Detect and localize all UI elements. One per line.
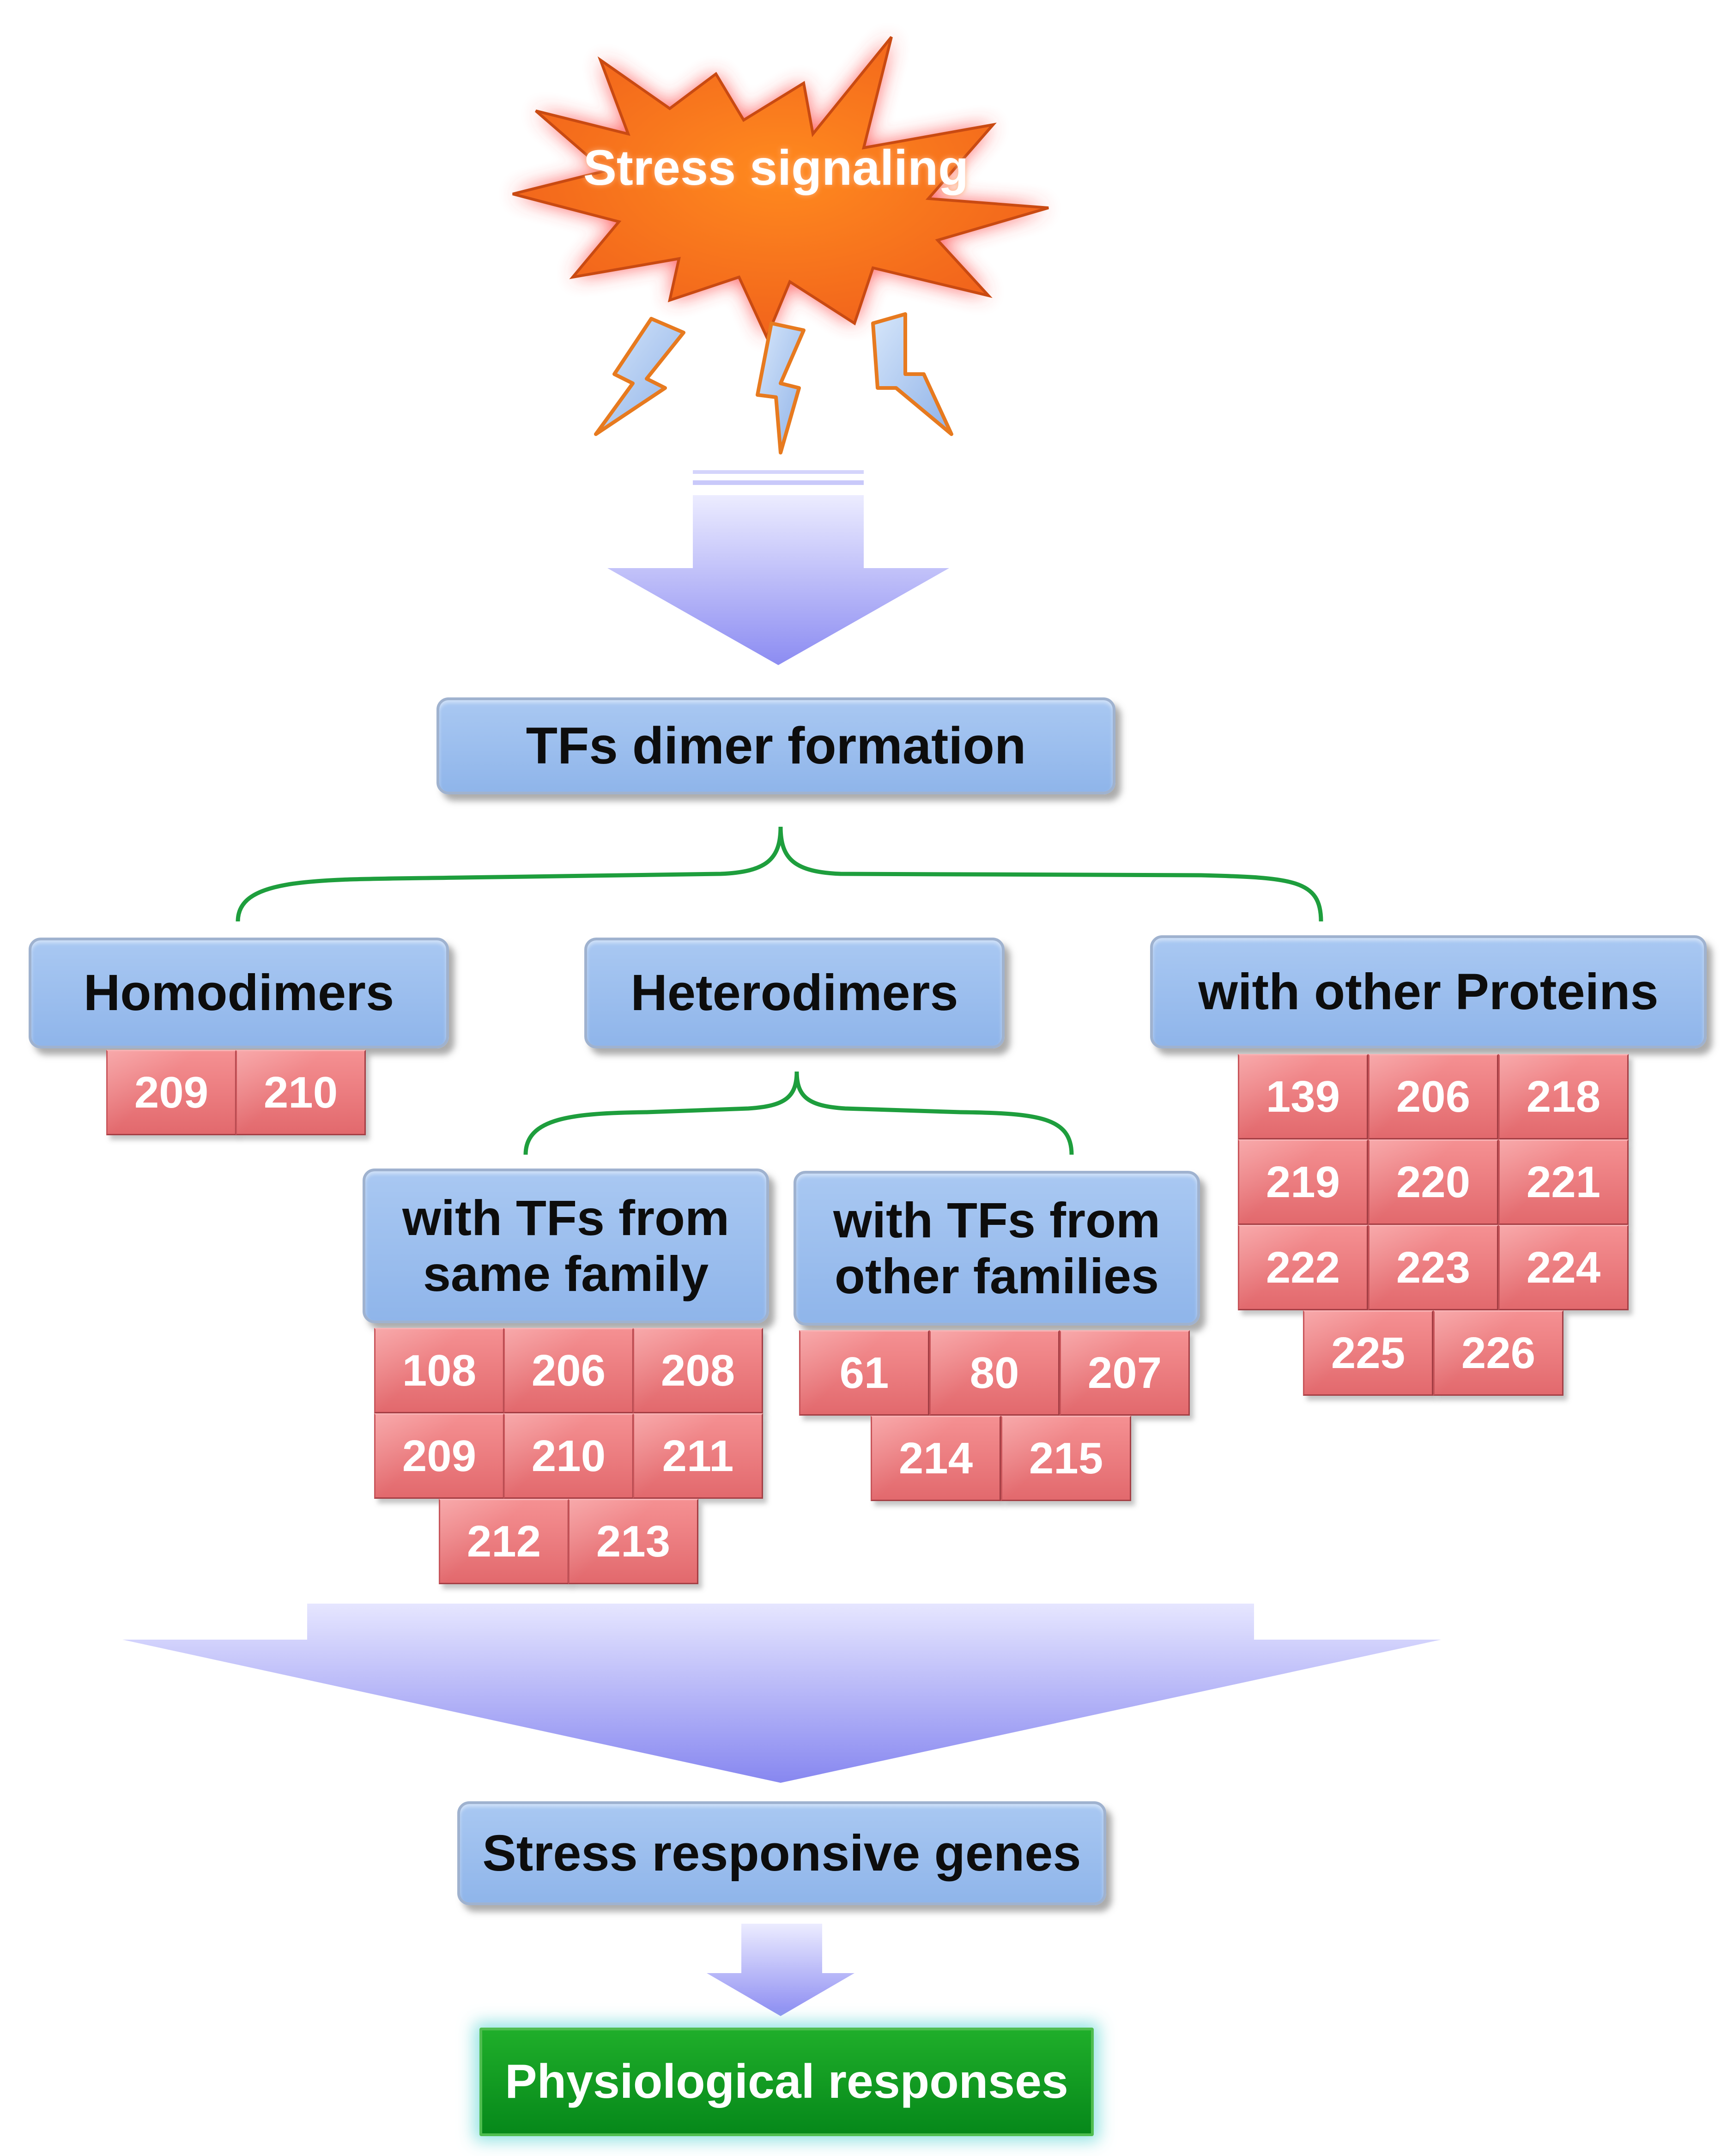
ref-tile: 213 [568, 1499, 698, 1584]
lightning-bolt-icon [756, 321, 806, 454]
dimer-formation-label: TFs dimer formation [526, 717, 1026, 775]
physiological-responses-box: Physiological responses [479, 2028, 1094, 2136]
heterodimers-label: Heterodimers [630, 964, 958, 1022]
heterodimers-box: Heterodimers [584, 938, 1005, 1048]
ref-tile: 210 [236, 1050, 366, 1135]
arrow-down-icon [122, 1604, 1441, 1783]
brace-connector [236, 826, 1323, 922]
ref-tile: 211 [633, 1413, 763, 1499]
other-proteins-box: with other Proteins [1150, 935, 1707, 1048]
other-families-box: with TFs from other families [794, 1171, 1200, 1326]
ref-tile: 207 [1060, 1330, 1190, 1416]
same-family-box: with TFs from same family [363, 1169, 769, 1323]
arrow-down-icon [607, 470, 949, 665]
ref-tile: 223 [1368, 1225, 1498, 1310]
ref-tile: 210 [503, 1413, 634, 1499]
ref-tile: 214 [871, 1416, 1001, 1501]
ref-tile: 221 [1498, 1139, 1629, 1225]
stress-star-icon [512, 36, 1049, 341]
ref-tile: 209 [374, 1413, 504, 1499]
ref-tile: 208 [633, 1328, 763, 1413]
other-proteins-label: with other Proteins [1198, 963, 1659, 1020]
homodimers-label: Homodimers [83, 964, 394, 1022]
lightning-bolt-icon [594, 317, 685, 436]
ref-tile: 80 [929, 1330, 1060, 1416]
brace-connector [523, 1071, 1074, 1155]
ref-tile: 108 [374, 1328, 504, 1413]
ref-tile: 215 [1001, 1416, 1131, 1501]
same-family-label-line1: with TFs from [402, 1189, 729, 1246]
physiological-responses-label: Physiological responses [505, 2055, 1068, 2109]
same-family-label-line2: same family [423, 1245, 709, 1302]
ref-tile: 218 [1498, 1054, 1629, 1139]
ref-tile: 222 [1238, 1225, 1368, 1310]
ref-tile: 225 [1303, 1310, 1433, 1396]
ref-tile: 219 [1238, 1139, 1368, 1225]
ref-tile: 206 [1368, 1054, 1498, 1139]
other-families-label-line2: other families [834, 1248, 1159, 1304]
dimer-formation-box: TFs dimer formation [436, 697, 1115, 794]
ref-tile: 139 [1238, 1054, 1368, 1139]
stress-signaling-label: Stress signaling [583, 139, 969, 195]
homodimers-box: Homodimers [29, 938, 449, 1048]
ref-tile: 226 [1433, 1310, 1563, 1396]
ref-tile: 212 [439, 1499, 569, 1584]
arrow-down-icon [707, 1924, 854, 2016]
lightning-bolt-icon [871, 312, 953, 436]
ref-tile: 220 [1368, 1139, 1498, 1225]
ref-tile: 206 [503, 1328, 634, 1413]
ref-tile: 61 [799, 1330, 929, 1416]
ref-tile: 224 [1498, 1225, 1629, 1310]
stress-genes-label: Stress responsive genes [482, 1824, 1081, 1882]
other-families-label-line1: with TFs from [833, 1192, 1160, 1248]
stress-genes-box: Stress responsive genes [457, 1801, 1106, 1905]
ref-tile: 209 [106, 1050, 236, 1135]
